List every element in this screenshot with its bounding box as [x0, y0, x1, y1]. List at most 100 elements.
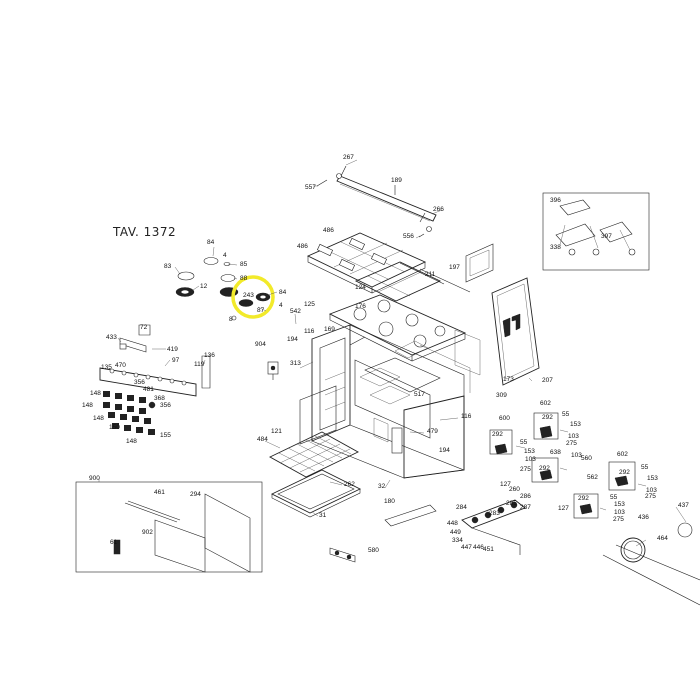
highlighted-part-label: 243 — [243, 292, 254, 299]
part-label: 368 — [154, 395, 165, 402]
part-label: 464 — [657, 535, 668, 542]
part-label: 97 — [172, 357, 180, 364]
part-label: 470 — [115, 362, 126, 369]
part-label: 194 — [287, 336, 298, 343]
part-label: 8 — [229, 316, 233, 323]
part-label: 556 — [403, 233, 414, 240]
burner-caps — [175, 257, 271, 321]
part-label: 148 — [90, 390, 101, 397]
part-label: 419 — [167, 346, 178, 353]
part-label: 103 — [614, 509, 625, 516]
part-label: 446 — [473, 544, 484, 551]
valve-groups — [489, 412, 647, 519]
part-label: 292 — [492, 431, 503, 438]
part-label: 542 — [290, 308, 301, 315]
part-label: 486 — [323, 227, 334, 234]
rail-assembly — [316, 165, 437, 238]
part-label: 55 — [610, 494, 618, 501]
part-label: 283 — [489, 510, 500, 517]
part-label: 266 — [433, 206, 444, 213]
part-label: 479 — [427, 428, 438, 435]
part-label: 55 — [641, 464, 649, 471]
part-label: 31 — [319, 512, 327, 519]
part-label: 437 — [678, 502, 689, 509]
part-label: 309 — [496, 392, 507, 399]
part-label: 55 — [562, 411, 570, 418]
part-label: 262 — [344, 481, 355, 488]
inset-door-box — [75, 481, 263, 573]
back-panel — [399, 243, 494, 293]
part-label: 103 — [571, 452, 582, 459]
part-label: 275 — [566, 440, 577, 447]
part-label: 461 — [154, 489, 165, 496]
part-label: 580 — [368, 547, 379, 554]
control-panel — [99, 324, 211, 397]
part-label: 173 — [503, 376, 514, 383]
part-label: 260 — [509, 486, 520, 493]
part-label: 135 — [101, 364, 112, 371]
part-label: 294 — [190, 491, 201, 498]
part-label: 84 — [279, 289, 287, 296]
part-label: 275 — [520, 466, 531, 473]
part-label: 338 — [550, 244, 561, 251]
oven-fan — [602, 522, 700, 606]
part-label: 481 — [143, 386, 154, 393]
part-label: 148 — [82, 402, 93, 409]
oven-body — [311, 324, 481, 479]
part-label: 169 — [324, 326, 335, 333]
part-label: 103 — [568, 433, 579, 440]
part-label: 448 — [447, 520, 458, 527]
part-label: 148 — [126, 438, 137, 445]
part-label: 557 — [305, 184, 316, 191]
oven-rack-and-tray — [269, 385, 362, 518]
part-label: 127 — [558, 505, 569, 512]
part-label: 292 — [619, 469, 630, 476]
part-label: 562 — [587, 474, 598, 481]
part-label: 103 — [525, 456, 536, 463]
part-label: 153 — [647, 475, 658, 482]
part-label: 396 — [550, 197, 561, 204]
part-904-valve — [267, 361, 279, 380]
part-label: 292 — [578, 495, 589, 502]
part-label: 121 — [271, 428, 282, 435]
part-580 — [329, 547, 356, 563]
part-label: 292 — [539, 465, 550, 472]
part-label: 275 — [613, 516, 624, 523]
part-label: 600 — [499, 415, 510, 422]
part-label: 904 — [255, 341, 266, 348]
part-label: 150 — [109, 424, 120, 431]
part-label: 84 — [207, 239, 215, 246]
part-label: 153 — [614, 501, 625, 508]
part-label: 124 — [355, 284, 366, 291]
part-label: 88 — [240, 275, 248, 282]
part-label: 153 — [524, 448, 535, 455]
part-label: 180 — [384, 498, 395, 505]
part-label: 148 — [93, 415, 104, 422]
part-label: 356 — [160, 402, 171, 409]
part-label: 275 — [645, 493, 656, 500]
part-label: 119 — [194, 361, 205, 368]
part-label: 900 — [89, 475, 100, 482]
part-label: 286 — [520, 493, 531, 500]
table-title: TAV. 1372 — [112, 225, 176, 239]
part-label: 451 — [483, 546, 494, 553]
part-label: 83 — [164, 263, 172, 270]
side-panel — [491, 277, 540, 386]
part-label: 517 — [414, 391, 425, 398]
part-label: 61 — [110, 539, 118, 546]
part-label: 87 — [257, 307, 265, 314]
part-label: 194 — [439, 447, 450, 454]
knob-set — [103, 391, 156, 435]
part-label: 638 — [550, 449, 561, 456]
part-label: 287 — [520, 504, 531, 511]
part-label: 397 — [601, 233, 612, 240]
gas-rail — [384, 499, 526, 555]
part-label: 292 — [542, 414, 553, 421]
part-label: 447 — [461, 544, 472, 551]
part-label: 4 — [223, 252, 227, 259]
part-label: 116 — [461, 413, 472, 420]
part-label: 334 — [452, 537, 463, 544]
part-label: 211 — [425, 271, 436, 278]
part-labels: 267 189 557 266 556 396 338 397 486 486 … — [82, 154, 689, 554]
part-label: 85 — [240, 261, 248, 268]
